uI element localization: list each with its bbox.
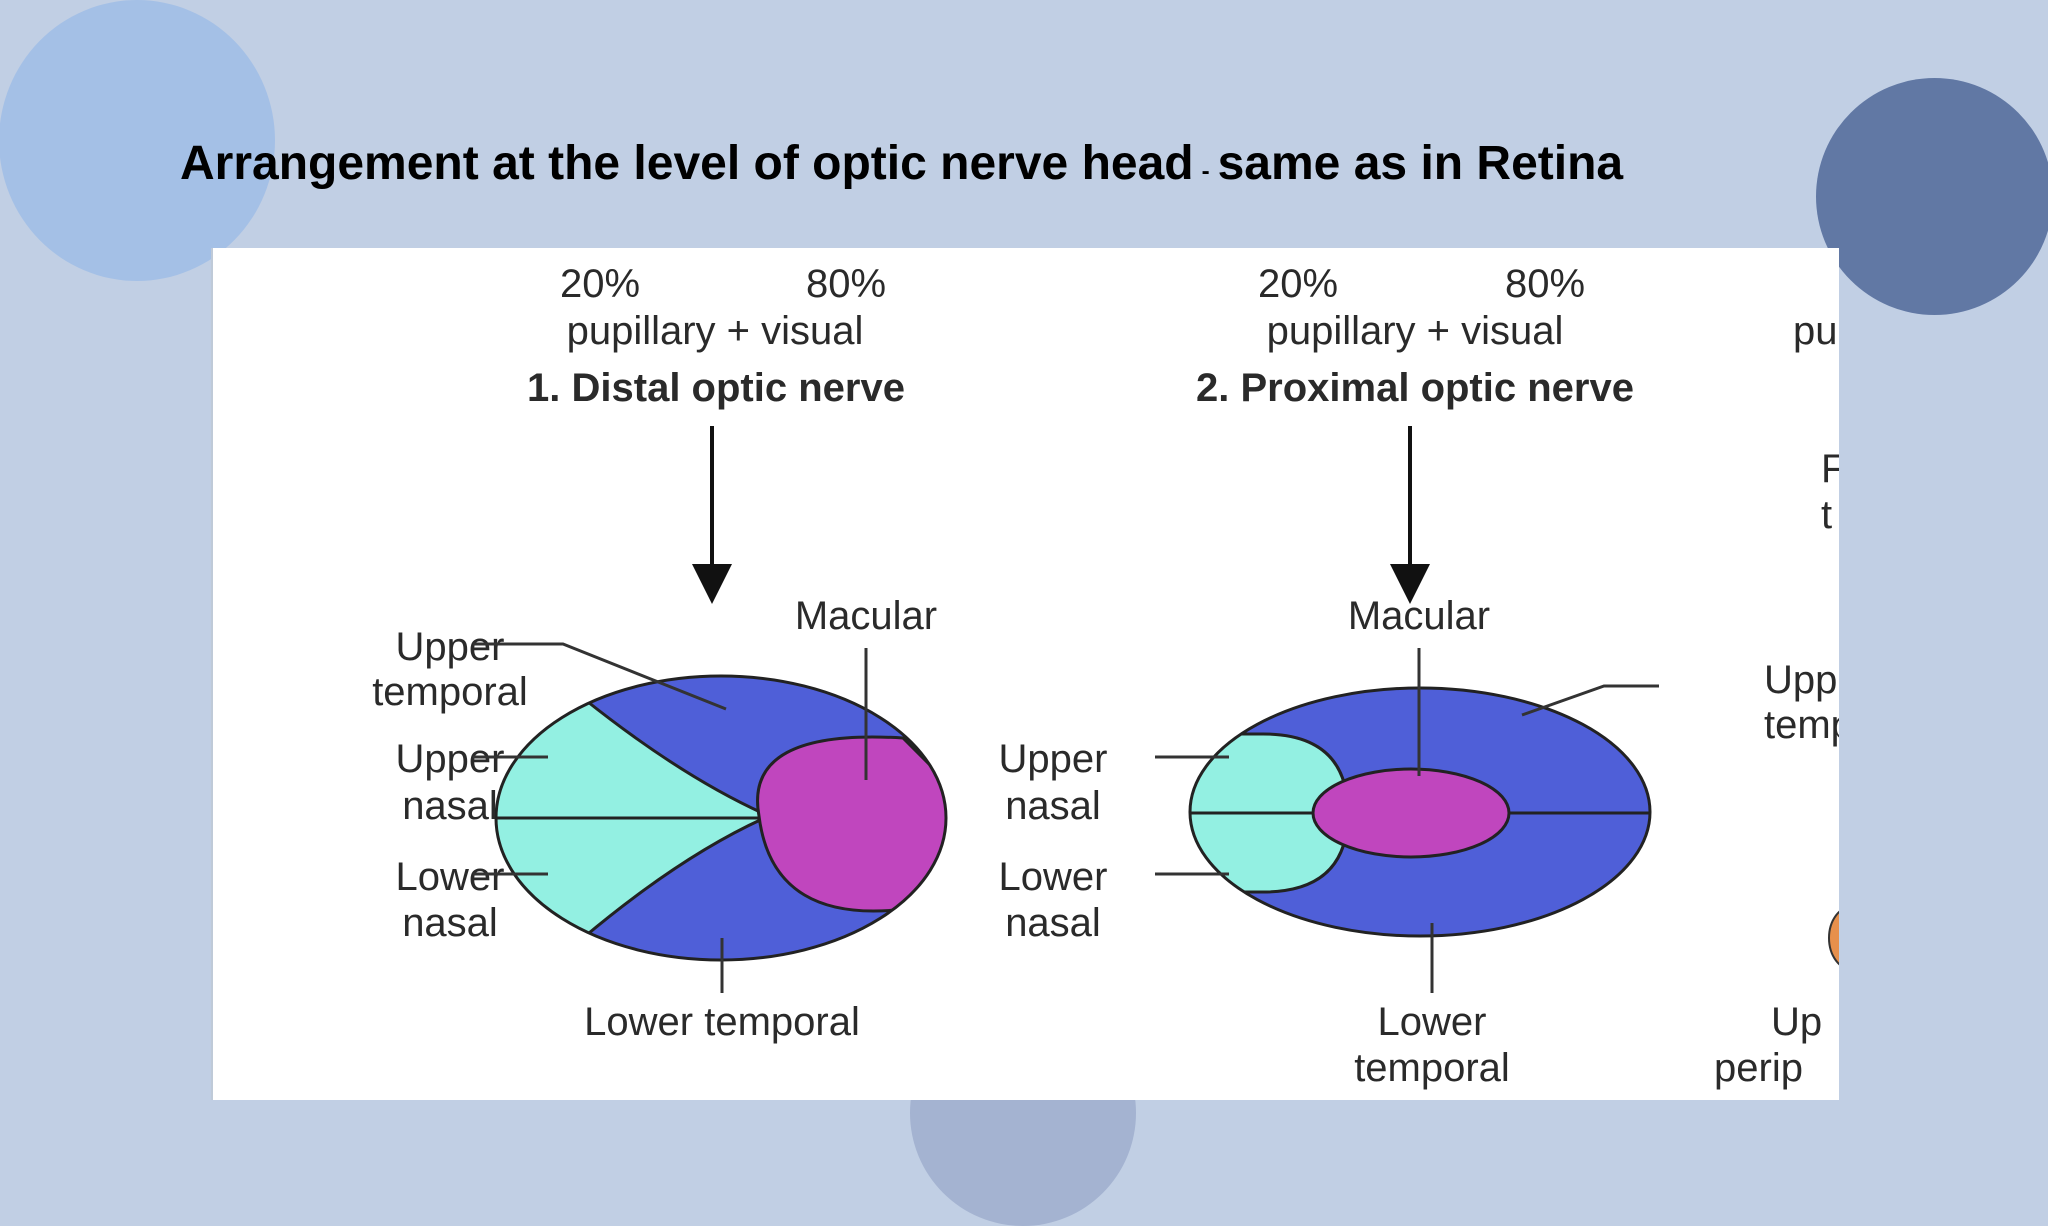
p1-pct-pupillary: 20% [560,262,640,306]
slide-title: Arrangement at the level of optic nerve … [180,136,1623,191]
optic-nerve-diagram: 20% 80% pupillary + visual 1. Distal opt… [372,262,1839,1090]
p3-fragment-peripheral: perip [1714,1046,1803,1090]
p2-pct-pupillary: 20% [1258,262,1338,306]
p2-pct-visual: 80% [1505,262,1585,306]
slide-title-separator: - [1201,158,1210,185]
decor-circle-top-right [1816,78,2048,315]
p1-label-lower-nasal-1: Lower [396,855,505,899]
p3-fragment-title: F [1821,447,1839,491]
decor-circle-top-left [0,0,275,281]
p3-orange-shape [1828,910,1839,966]
p1-label-lower-nasal-2: nasal [402,901,498,945]
p1-leader-upper-temporal [473,642,727,711]
p2-label-lower-temporal-1: Lower [1378,1000,1487,1044]
p1-title: 1. Distal optic nerve [527,366,905,410]
p1-label-macular: Macular [795,594,937,638]
p1-label-upper-temporal-2: temporal [372,670,528,714]
slide-title-main: Arrangement at the level of optic nerve … [180,137,1194,190]
p2-label-lower-temporal-2: temporal [1354,1046,1510,1090]
p2-label-upper-temporal-1: Upper [1764,658,1839,702]
p2-label-lower-nasal-1: Lower [999,855,1108,899]
p2-fiber-line: pupillary + visual [1267,309,1564,353]
p2-leader-upper-temporal [1521,684,1659,717]
p1-pct-visual: 80% [806,262,886,306]
panel-distal-optic-nerve: 20% 80% pupillary + visual 1. Distal opt… [372,262,948,1044]
p1-fiber-line: pupillary + visual [567,309,864,353]
p3-fragment-upper: Up [1771,1000,1822,1044]
p2-label-upper-temporal-2: tempo [1764,703,1839,747]
optic-nerve-figure: 20% 80% pupillary + visual 1. Distal opt… [211,248,1839,1100]
slide-title-tail: same as in Retina [1217,137,1624,190]
panel-3-cut-off: pu F t Up perip [1714,309,1839,1090]
p3-fragment-pupillary: pu [1793,309,1838,353]
p2-label-upper-nasal-1: Upper [999,737,1108,781]
p2-label-macular: Macular [1348,594,1490,638]
p1-label-upper-temporal-1: Upper [396,625,505,669]
p1-label-upper-nasal-1: Upper [396,737,505,781]
p2-label-upper-nasal-2: nasal [1005,784,1101,828]
p1-cross-section [496,676,946,960]
p1-macular-region [756,735,946,913]
p1-label-upper-nasal-2: nasal [402,784,498,828]
p2-title: 2. Proximal optic nerve [1196,366,1634,410]
p2-macular-region [1311,767,1511,859]
panel-proximal-optic-nerve: 20% 80% pupillary + visual 2. Proximal o… [999,262,1839,1090]
p2-cross-section [1190,688,1650,936]
p1-label-lower-temporal: Lower temporal [584,1000,860,1044]
p3-fragment-subtitle: t [1821,493,1832,537]
p2-label-lower-nasal-2: nasal [1005,901,1101,945]
